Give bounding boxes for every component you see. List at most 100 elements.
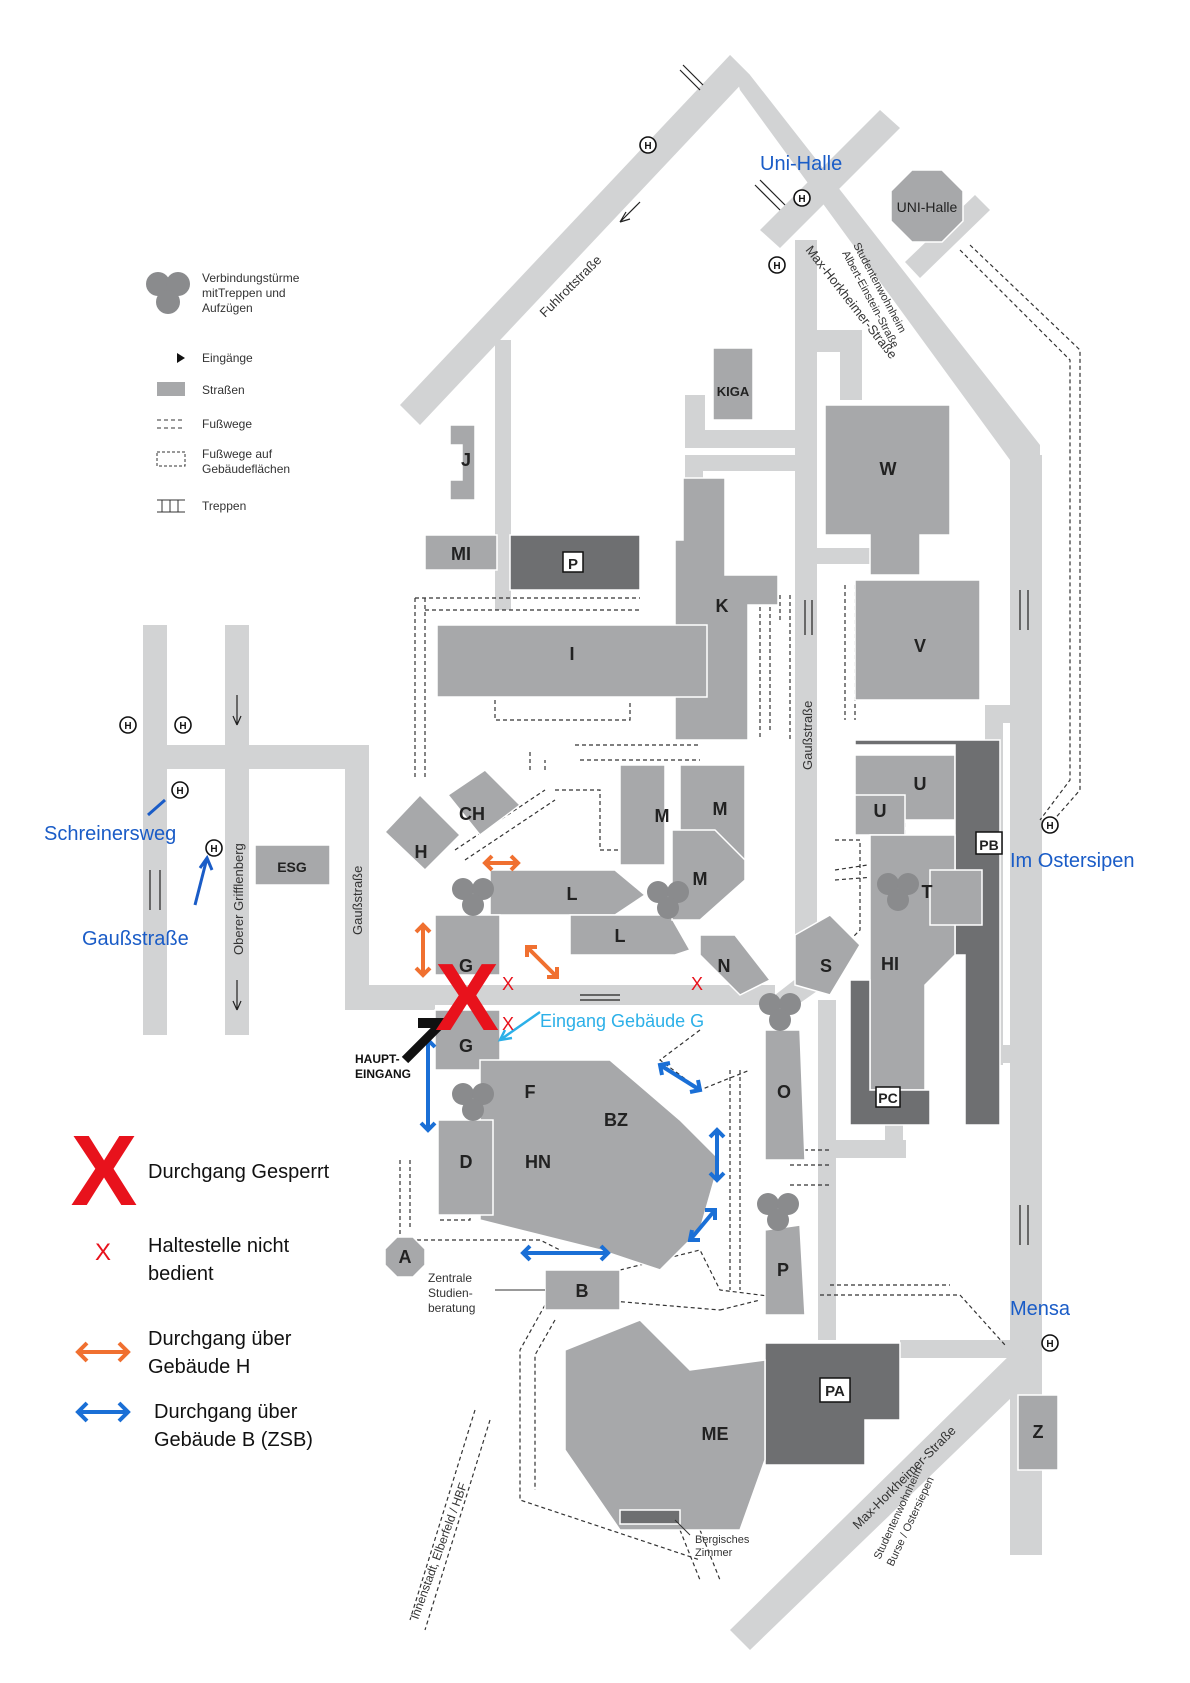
street-griffenberg: Oberer Grifflenberg xyxy=(231,843,246,955)
label-U2: U xyxy=(874,801,887,821)
label-L2: L xyxy=(615,926,626,946)
legend-via-b-l1: Durchgang über xyxy=(154,1401,298,1423)
bus-stops: H H H H H H H H H xyxy=(119,136,1059,1352)
orange-double-arrow xyxy=(482,854,521,872)
tower-icon xyxy=(146,272,190,314)
place-uni-halle: Uni-Halle xyxy=(760,153,842,175)
label-PB: PB xyxy=(979,837,998,853)
zsb-l1: Zentrale xyxy=(428,1271,472,1285)
label-PA: PA xyxy=(825,1383,845,1400)
legend-via-h-l1: Durchgang über xyxy=(148,1328,292,1350)
label-B: B xyxy=(576,1281,589,1301)
svg-text:H: H xyxy=(179,721,186,732)
label-H: H xyxy=(415,842,428,862)
stop-not-served-marker: X xyxy=(691,974,703,994)
place-im-ostersipen: Im Ostersipen xyxy=(1010,850,1134,872)
street-gauss-1: Gaußstraße xyxy=(800,701,815,770)
label-ESG: ESG xyxy=(277,859,307,875)
blue-double-arrow xyxy=(657,1061,703,1094)
legend-stop-l2: bedient xyxy=(148,1263,214,1285)
label-KIGA: KIGA xyxy=(717,384,750,399)
label-U1: U xyxy=(914,774,927,794)
label-D: D xyxy=(460,1152,473,1172)
label-ME: ME xyxy=(702,1424,729,1444)
label-uni-halle-building: UNI-Halle xyxy=(897,199,958,215)
legend-towers-l2: mitTreppen und xyxy=(202,286,286,300)
label-I: I xyxy=(569,644,574,664)
svg-text:H: H xyxy=(210,844,217,855)
legend-streets: Straßen xyxy=(202,383,245,397)
bus-stop-icon: H xyxy=(119,716,137,734)
label-BZ: BZ xyxy=(604,1110,628,1130)
blue-double-arrow xyxy=(687,1208,717,1242)
bus-stop-icon: H xyxy=(1041,816,1059,834)
label-P-building: P xyxy=(777,1260,789,1280)
label-M1: M xyxy=(655,806,670,826)
footpaths xyxy=(399,244,1081,1631)
label-M3: M xyxy=(693,869,708,889)
label-HN: HN xyxy=(525,1152,551,1172)
legend: Verbindungstürme mitTreppen und Aufzügen… xyxy=(71,271,330,1451)
building-labels: J MI P KIGA W V K I U U PB CH H ESG L L … xyxy=(277,199,1043,1444)
label-HI: HI xyxy=(881,954,899,974)
label-G1: G xyxy=(459,956,473,976)
label-L1: L xyxy=(567,884,578,904)
traffic-arrows xyxy=(149,64,1029,1245)
bus-stop-icon: H xyxy=(205,839,223,857)
label-J: J xyxy=(461,450,471,470)
svg-text:H: H xyxy=(644,141,651,152)
stop-not-served-marker: X xyxy=(502,1014,514,1034)
stairs-icon xyxy=(157,499,185,513)
zsb-l3: beratung xyxy=(428,1301,475,1315)
svg-text:H: H xyxy=(773,261,780,272)
legend-via-b-l2: Gebäude B (ZSB) xyxy=(154,1429,313,1451)
bus-stop-icon: H xyxy=(793,189,811,207)
orange-double-arrow xyxy=(414,922,432,978)
legend-stop-l1: Haltestelle nicht xyxy=(148,1235,290,1257)
label-CH: CH xyxy=(459,804,485,824)
stop-not-served-marker: X xyxy=(502,974,514,994)
blue-arrow-icon xyxy=(75,1401,131,1423)
label-V: V xyxy=(914,636,926,656)
label-G2: G xyxy=(459,1036,473,1056)
buildings xyxy=(254,169,1059,1531)
closed-marks: X X X X xyxy=(435,944,703,1051)
legend-footpaths: Fußwege xyxy=(202,417,252,431)
svg-text:H: H xyxy=(124,721,131,732)
label-A: A xyxy=(399,1247,412,1267)
zsb-l2: Studien- xyxy=(428,1286,473,1300)
bergisches-l2: Zimmer xyxy=(695,1547,733,1559)
place-gaussstrasse: Gaußstraße xyxy=(82,928,189,950)
label-W: W xyxy=(880,459,897,479)
bus-stop-icon: H xyxy=(171,781,189,799)
legend-closed: Durchgang Gesperrt xyxy=(148,1161,330,1183)
svg-text:H: H xyxy=(798,194,805,205)
label-T: T xyxy=(922,882,933,902)
legend-footpaths-bld-l1: Fußwege auf xyxy=(202,447,273,461)
closed-legend-icon: X xyxy=(71,1115,138,1227)
legend-footpaths-bld-l2: Gebäudeflächen xyxy=(202,462,290,476)
svg-text:H: H xyxy=(176,786,183,797)
legend-towers-l1: Verbindungstürme xyxy=(202,271,300,285)
bus-stop-icon: H xyxy=(1041,1334,1059,1352)
svg-text:H: H xyxy=(1046,821,1053,832)
legend-towers-l3: Aufzügen xyxy=(202,301,253,315)
orange-double-arrow xyxy=(525,945,559,979)
label-PC: PC xyxy=(878,1090,897,1106)
label-M2: M xyxy=(713,799,728,819)
label-N: N xyxy=(718,956,731,976)
bus-stop-icon: H xyxy=(639,136,657,154)
street-innenstadt: Innenstadt, Elberfeld / HBF xyxy=(408,1481,470,1621)
entrance-building-g: Eingang Gebäude G xyxy=(540,1011,704,1031)
main-entrance-l2: EINGANG xyxy=(355,1067,411,1081)
street-swatch-icon xyxy=(157,382,185,396)
blue-double-arrow xyxy=(708,1127,726,1183)
svg-text:H: H xyxy=(1046,1339,1053,1350)
blue-double-arrow xyxy=(419,1037,437,1133)
bergisches-l1: Bergisches xyxy=(695,1534,750,1546)
place-labels: Uni-Halle Schreinersweg Gaußstraße Im Os… xyxy=(44,153,1134,1559)
label-K: K xyxy=(716,596,729,616)
entrance-triangle-icon xyxy=(177,353,185,363)
orange-arrow-icon xyxy=(75,1341,131,1363)
